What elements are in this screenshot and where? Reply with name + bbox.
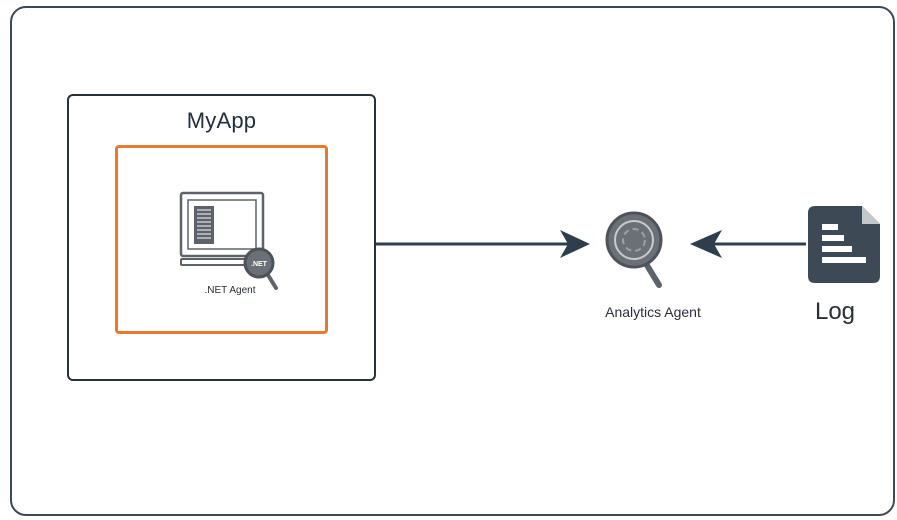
myapp-title: MyApp xyxy=(186,108,257,133)
analytics-agent-icon xyxy=(605,211,663,288)
magnifier-icon: .NET xyxy=(243,247,278,290)
arrow-app-to-analytics xyxy=(376,230,590,258)
monitor-icon xyxy=(179,191,265,266)
log-label: Log xyxy=(814,298,856,325)
analytics-agent-label: Analytics Agent xyxy=(605,304,701,320)
net-badge-text: .NET xyxy=(251,261,268,268)
net-agent-label: .NET Agent xyxy=(204,285,256,296)
arrow-log-to-analytics xyxy=(690,230,806,258)
log-document-icon xyxy=(808,206,880,283)
